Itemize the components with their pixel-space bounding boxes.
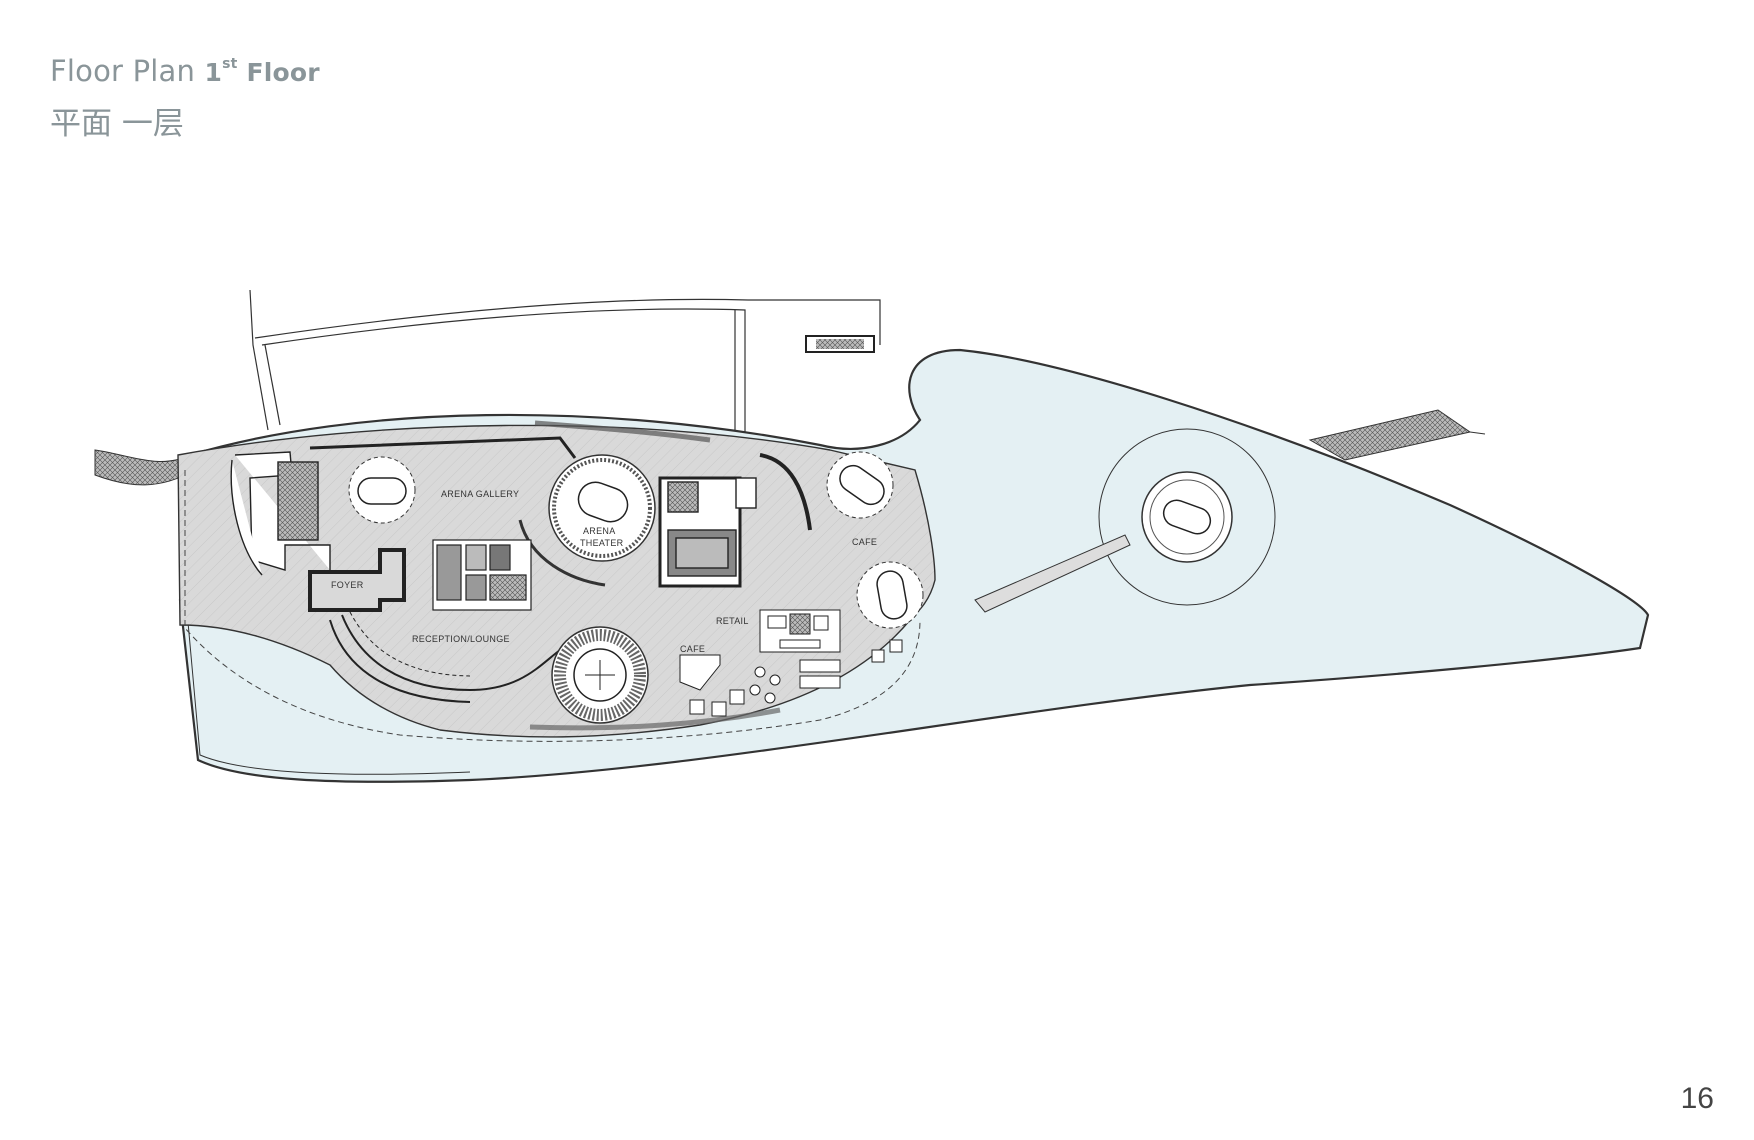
label-theater: THEATER — [580, 538, 624, 548]
title-floor-suffix: st — [222, 56, 238, 72]
spiral-stair — [551, 626, 649, 724]
label-arena-gallery: ARENA GALLERY — [441, 489, 519, 499]
water-platform — [1098, 428, 1276, 606]
page-title: Floor Plan 1st Floor — [50, 54, 320, 88]
glazing-bottom — [529, 707, 781, 731]
arena-theater — [518, 454, 656, 587]
label-cafe-left: CAFE — [680, 644, 705, 654]
glazing-top — [534, 420, 711, 443]
reception-walls — [329, 611, 561, 703]
gallery-pod — [348, 456, 416, 524]
dashed-outline — [184, 470, 921, 742]
stair-bridge — [805, 335, 875, 353]
cafe-wall — [759, 453, 812, 531]
page-number: 16 — [1680, 1082, 1714, 1115]
title-main: Floor Plan — [50, 54, 196, 88]
retail-fixtures — [679, 609, 903, 717]
title-floor-number: 1 — [204, 58, 223, 87]
site-lines — [249, 289, 881, 440]
title-floor-word: Floor — [246, 58, 320, 87]
arena-gallery-wall — [309, 436, 577, 459]
title-floor: 1st Floor — [204, 56, 320, 87]
service-block — [432, 539, 532, 611]
label-retail: RETAIL — [716, 616, 749, 626]
left-core — [230, 451, 331, 576]
right-pier — [1308, 409, 1472, 461]
page-subtitle-cn: 平面 一层 — [50, 106, 184, 142]
foyer-room — [308, 548, 406, 612]
label-arena: ARENA — [583, 526, 616, 536]
cafe-pods — [826, 451, 924, 629]
label-reception: RECEPTION/LOUNGE — [412, 634, 510, 644]
central-core — [658, 476, 757, 588]
label-foyer: FOYER — [331, 580, 364, 590]
label-cafe-right: CAFE — [852, 537, 877, 547]
bridge-walkway — [974, 534, 1131, 613]
